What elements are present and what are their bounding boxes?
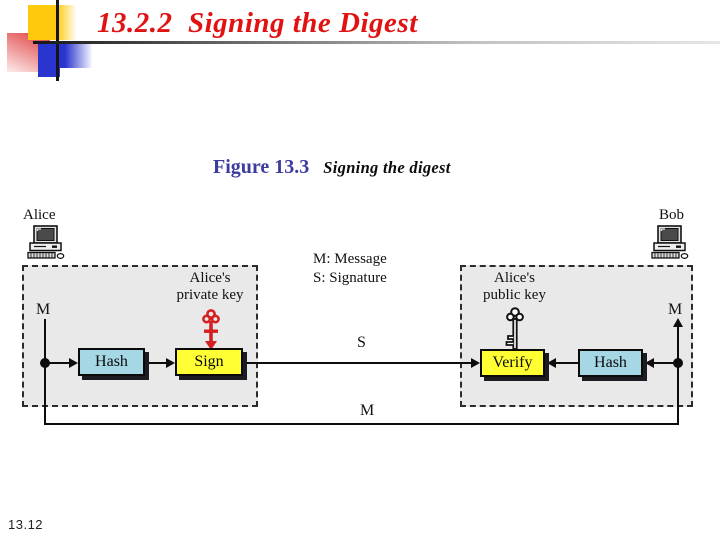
alice-label: Alice (23, 207, 56, 223)
s-label: S (357, 334, 366, 351)
hash-box-left: Hash (78, 348, 145, 376)
page-number: 13.12 (8, 517, 44, 532)
arrowhead-right-icon (69, 358, 78, 368)
hash-to-verify-line (556, 362, 578, 364)
bob-site-region (460, 265, 693, 407)
public-key-icon (505, 307, 524, 350)
legend: M: Message S: Signature (313, 250, 387, 288)
arrowhead-left-icon (547, 358, 556, 368)
verify-box: Verify (480, 349, 545, 377)
figure-number-label: Figure 13.3 (213, 156, 310, 178)
arrowhead-up-icon (673, 318, 683, 327)
m-to-hash-line (45, 362, 71, 364)
arrowhead-right-icon (166, 358, 175, 368)
alice-site-region (22, 265, 258, 407)
m-to-hash-right-line (654, 362, 678, 364)
legend-message-line: M: Message (313, 251, 387, 267)
figure-caption: Figure 13.3 Signing the digest (213, 156, 451, 179)
alice-computer-icon (27, 225, 65, 260)
hash-to-sign-line (147, 362, 167, 364)
bottom-m-label: M (360, 402, 375, 419)
right-m-label: M (668, 301, 683, 318)
left-m-line (44, 319, 46, 424)
sign-box: Sign (175, 348, 243, 376)
bob-computer-icon (651, 225, 689, 260)
title-underline-rule (33, 41, 720, 44)
right-junction-dot (673, 358, 683, 368)
arrowhead-right-icon (471, 358, 480, 368)
decoration-blue-square (38, 64, 60, 77)
decoration-yellow-square (28, 5, 76, 40)
decoration-blue-square (38, 43, 92, 68)
arrowhead-left-icon (645, 358, 654, 368)
private-key-icon (202, 309, 220, 350)
signature-channel-line (245, 362, 473, 364)
private-key-caption: Alice's private key (176, 270, 244, 303)
right-m-line (677, 326, 679, 425)
hash-box-right: Hash (578, 349, 643, 377)
bottom-m-line (44, 423, 679, 425)
left-m-label: M (36, 301, 51, 318)
slide-title: 13.2.2 Signing the Digest (97, 7, 418, 39)
figure-title-label: Signing the digest (323, 158, 451, 177)
bob-label: Bob (659, 207, 685, 223)
legend-signature-line: S: Signature (313, 270, 387, 286)
public-key-caption: Alice's public key (483, 270, 546, 303)
decoration-vertical-line (56, 0, 59, 81)
